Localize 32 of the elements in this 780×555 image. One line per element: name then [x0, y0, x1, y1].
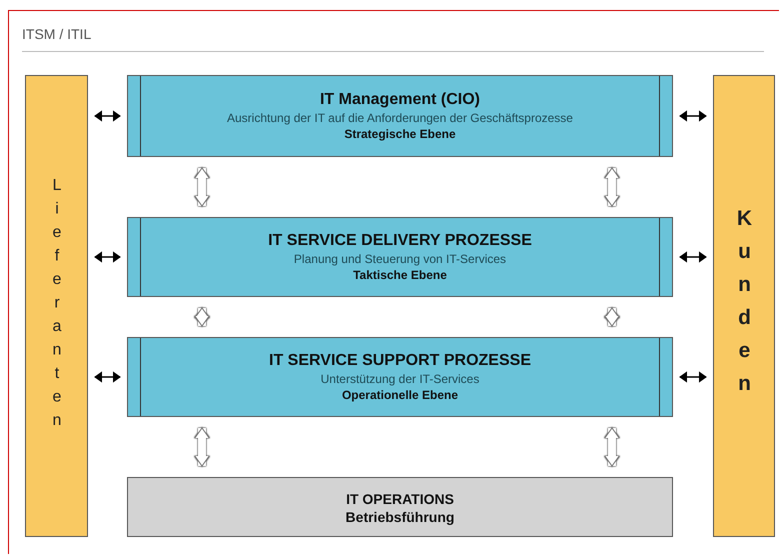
node-title: IT OPERATIONS — [346, 491, 454, 507]
node-title: IT Management (CIO) — [320, 91, 480, 109]
node-text: Strategische Ebene — [344, 127, 456, 141]
block-arrow — [194, 168, 210, 206]
side-bar — [25, 75, 88, 537]
node-text: Betriebsführung — [346, 509, 454, 525]
block-arrow — [604, 308, 620, 326]
node-text: Taktische Ebene — [353, 268, 447, 282]
layer-box — [127, 337, 673, 417]
block-arrow — [604, 168, 620, 206]
title: ITSM / ITIL — [22, 26, 92, 42]
layer-box — [127, 477, 673, 537]
arrow — [94, 372, 120, 382]
arrow — [94, 110, 120, 122]
block-arrow — [604, 428, 620, 466]
node-text: Ausrichtung der IT auf die Anforderungen der Geschäftsprozesse — [227, 111, 573, 125]
arrow — [680, 110, 706, 122]
node-text: Operationelle Ebene — [342, 388, 458, 402]
layer-box — [127, 217, 673, 297]
layer-box — [127, 75, 673, 157]
node-title: Lieferanten — [48, 176, 66, 436]
node-title: IT SERVICE SUPPORT PROZESSE — [269, 352, 531, 370]
block-arrow — [194, 308, 210, 326]
arrow — [680, 252, 706, 262]
side-bar — [713, 75, 775, 537]
arrow — [680, 372, 706, 382]
node-text: Unterstützung der IT-Services — [320, 372, 480, 386]
arrow — [94, 252, 120, 262]
node-text: Planung und Steuerung von IT-Services — [294, 252, 506, 266]
node-title: IT SERVICE DELIVERY PROZESSE — [268, 232, 532, 250]
node-title: Kunden — [732, 207, 756, 405]
block-arrow — [194, 428, 210, 466]
